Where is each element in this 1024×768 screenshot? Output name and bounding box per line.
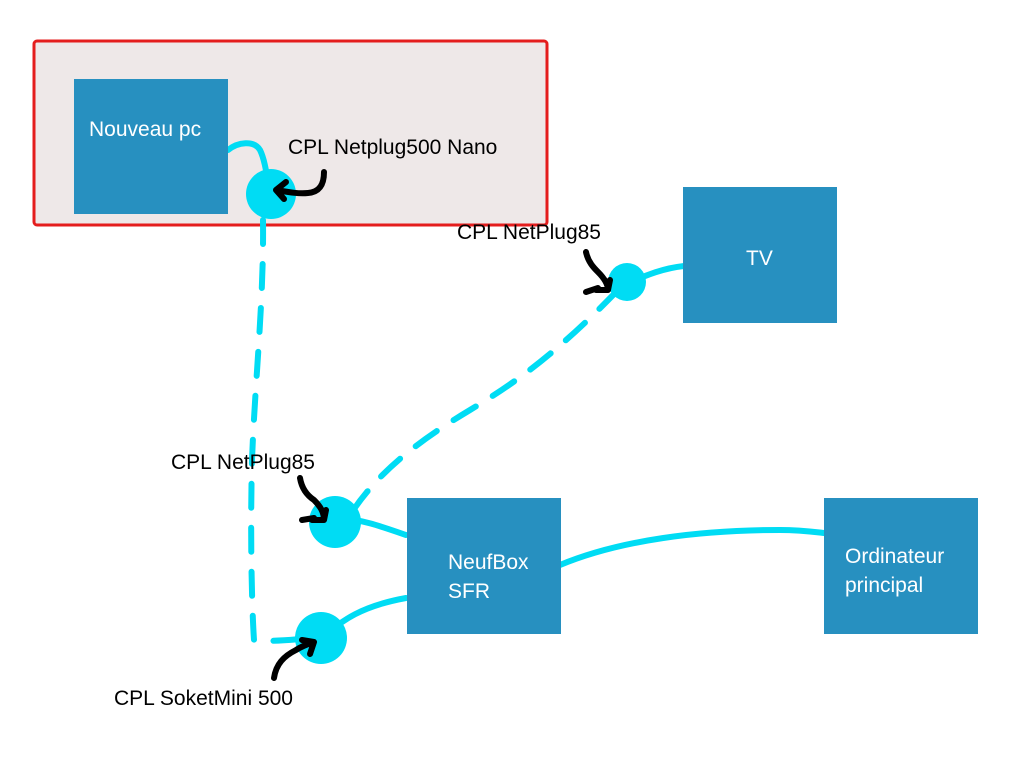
cpl-nano-label: CPL Netplug500 Nano: [288, 136, 497, 159]
arrow-to-nano-icon: [273, 169, 327, 202]
powerline-nano-to-soket: [248, 217, 315, 644]
device-ordinateur: [824, 498, 978, 634]
device-boxes: [74, 79, 978, 634]
neufbox-label-line1: NeufBox: [448, 551, 529, 574]
device-labels: Nouveau pc TV NeufBox SFR Ordinateur pri…: [89, 118, 944, 603]
cpl-tv-label: CPL NetPlug85: [457, 221, 601, 244]
device-nouveau-pc: [74, 79, 228, 214]
arrow-to-box-plug-icon: [297, 475, 329, 523]
arrow-to-tv-plug-icon: [583, 249, 613, 295]
nouveau-pc-label: Nouveau pc: [89, 118, 201, 141]
cpl-labels: CPL Netplug500 Nano CPL NetPlug85 CPL Ne…: [114, 136, 601, 710]
ordinateur-label-line2: principal: [845, 574, 923, 597]
device-tv: [683, 187, 837, 323]
device-neufbox: [407, 498, 561, 634]
ordinateur-label-line1: Ordinateur: [845, 545, 944, 568]
cpl-plug-tv: [608, 263, 646, 301]
neufbox-label-line2: SFR: [448, 580, 490, 603]
cpl-soket-label: CPL SoketMini 500: [114, 687, 293, 710]
arrow-to-soket-plug-icon: [271, 637, 317, 681]
powerline-box-to-tv: [349, 285, 623, 515]
cable-neufbox-to-ordinateur: [557, 526, 827, 568]
annotation-arrows: [271, 169, 613, 681]
tv-label: TV: [746, 247, 773, 270]
cpl-box-label: CPL NetPlug85: [171, 451, 315, 474]
